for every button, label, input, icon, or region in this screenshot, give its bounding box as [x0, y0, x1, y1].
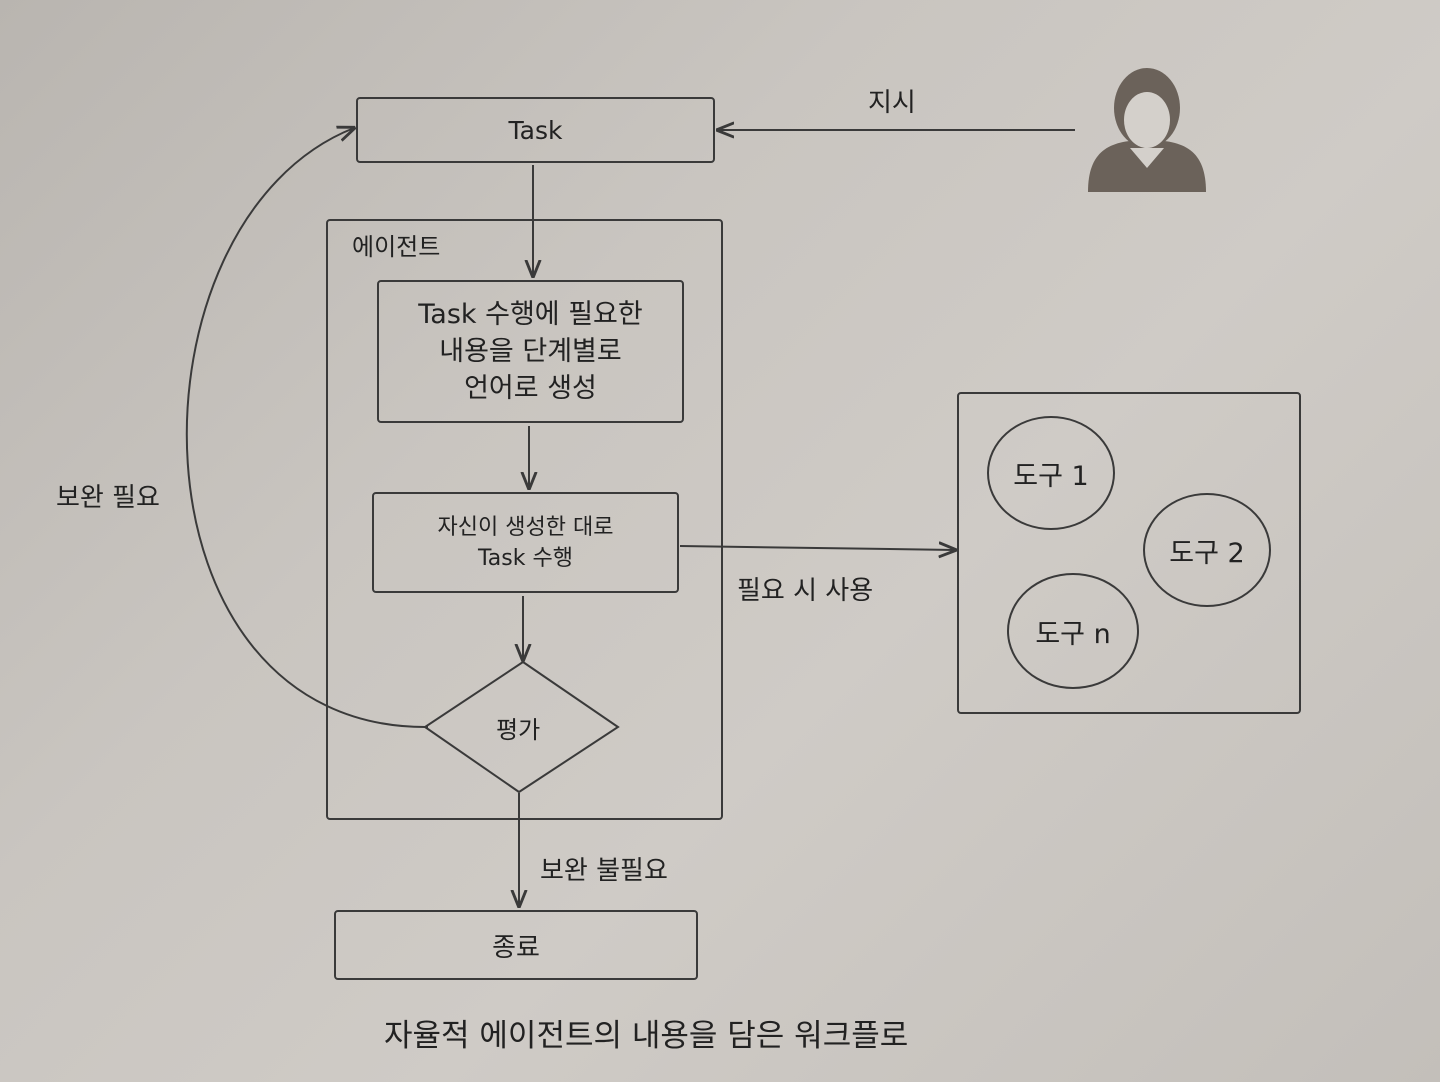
user-face-icon: [1124, 92, 1170, 168]
step2-line-1: 자신이 생성한 대로: [437, 514, 614, 540]
step1-box: Task 수행에 필요한 내용을 단계별로 언어로 생성: [377, 280, 684, 423]
agent-label: 에이전트: [352, 233, 441, 261]
needs-improvement-label: 보완 필요: [56, 483, 160, 513]
tool-n-circle: 도구 n: [1007, 573, 1139, 689]
tools-box: [957, 392, 1301, 714]
agent-container: [326, 219, 723, 820]
diagram-caption: 자율적 에이전트의 내용을 담은 워크플로: [384, 1018, 909, 1054]
task-label: Task: [508, 115, 563, 145]
tool-use-arrow: [679, 546, 955, 550]
evaluate-diamond: [423, 660, 620, 794]
tool-1-label: 도구 1: [1013, 460, 1089, 492]
step1-line-3: 언어로 생성: [464, 373, 597, 404]
tool-n-label: 도구 n: [1035, 618, 1111, 650]
tool-2-label: 도구 2: [1169, 537, 1245, 569]
evaluate-label: 평가: [496, 716, 541, 744]
instruction-label: 지시: [868, 88, 916, 118]
step2-box: 자신이 생성한 대로 Task 수행: [372, 492, 679, 593]
end-label: 종료: [492, 932, 540, 963]
task-box: Task: [356, 97, 715, 163]
tool-2-circle: 도구 2: [1143, 493, 1271, 607]
step1-line-1: Task 수행에 필요한: [418, 299, 643, 330]
feedback-loop-arrow: [185, 128, 429, 729]
end-box: 종료: [334, 910, 698, 980]
tool-1-circle: 도구 1: [987, 416, 1115, 530]
step1-line-2: 내용을 단계별로: [439, 336, 622, 367]
no-improvement-label: 보완 불필요: [540, 856, 668, 886]
use-when-needed-label: 필요 시 사용: [737, 576, 874, 606]
step2-line-2: Task 수행: [478, 545, 573, 571]
